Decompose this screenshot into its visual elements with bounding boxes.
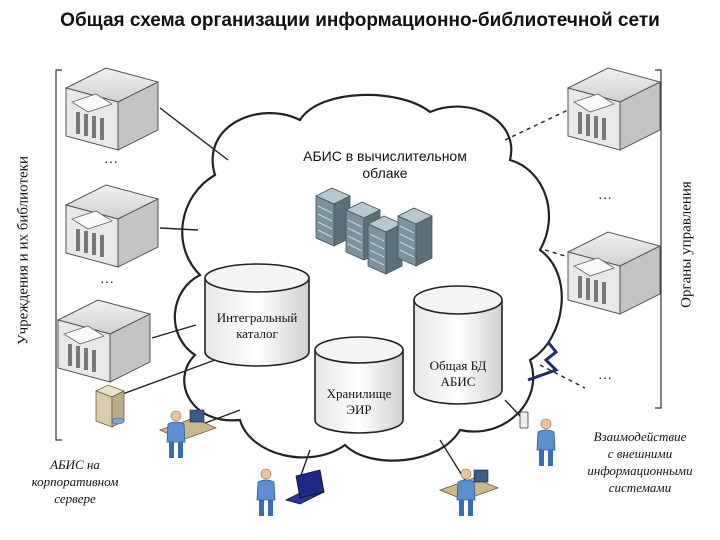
user-workstation-1	[158, 409, 218, 459]
gov-building-2	[567, 231, 661, 315]
db-eir-storage	[314, 336, 404, 434]
left-ellipsis-1: …	[104, 152, 118, 167]
link-external	[539, 364, 586, 389]
right-group-bracket	[655, 69, 662, 409]
left-ellipsis-2: …	[100, 272, 114, 287]
link-user-1	[199, 409, 241, 426]
db-common-abis	[413, 285, 503, 405]
corporate-server-icon	[95, 384, 125, 428]
diagram-title: Общая схема организации информационно-би…	[60, 10, 660, 31]
link-building-3	[151, 324, 197, 339]
right-group-label: Органы управления	[678, 181, 695, 308]
link-laptop	[299, 449, 311, 479]
library-building-2	[65, 184, 159, 268]
gov-building-1	[567, 67, 661, 151]
user-workstation-2	[438, 468, 500, 517]
link-building-2	[159, 227, 199, 231]
db-integral-catalog-label: Интегральный каталог	[216, 310, 298, 341]
left-group-label: Учреждения и их библиотеки	[15, 156, 32, 345]
db-integral-catalog	[204, 263, 310, 367]
external-link-icon	[527, 341, 559, 382]
corporate-server-note: АБИС на корпоративном сервере	[31, 457, 119, 506]
external-systems-note: Взаимодействие с внешними информационным…	[587, 429, 693, 495]
link-corporate-server	[119, 359, 216, 396]
right-ellipsis-1: …	[598, 188, 612, 203]
user-mobile	[519, 411, 556, 467]
db-common-abis-label: Общая БД АБИС	[429, 358, 487, 389]
library-building-3	[57, 299, 151, 383]
link-mobile	[504, 399, 523, 419]
link-gov-1	[504, 109, 569, 141]
cloud-title: АБИС в вычислительном облаке	[303, 148, 467, 181]
db-eir-storage-label: Хранилище ЭИР	[326, 386, 392, 417]
library-building-1	[65, 67, 159, 151]
user-laptop	[256, 468, 326, 517]
right-ellipsis-2: …	[598, 368, 612, 383]
left-group-bracket	[55, 69, 62, 441]
link-building-1	[159, 107, 229, 161]
